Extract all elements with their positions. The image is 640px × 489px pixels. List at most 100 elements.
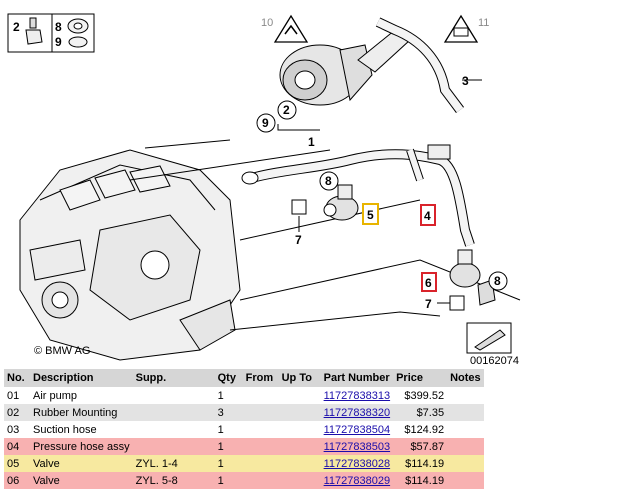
row-no: 04 [4, 438, 30, 455]
svg-text:9: 9 [262, 116, 269, 130]
callout-7-lower: 7 [425, 297, 450, 311]
row-price: $7.35 [393, 404, 448, 421]
row-qty: 3 [214, 404, 243, 421]
parts-table: No. Description Supp. Qty From Up To Par… [4, 369, 484, 489]
callout-8-lower: 8 [488, 271, 508, 291]
inset-label-9: 9 [55, 35, 62, 49]
small-parts-inset: 2 8 9 [7, 13, 95, 53]
row-description: Air pump [30, 387, 133, 404]
row-upto [278, 421, 321, 438]
inset-label-2: 2 [13, 20, 20, 34]
svg-text:4: 4 [424, 209, 431, 223]
col-notes-header: Notes [447, 369, 484, 387]
row-no: 06 [4, 472, 30, 489]
grommet-icon [67, 18, 89, 48]
svg-text:8: 8 [325, 174, 332, 188]
table-header-row: No. Description Supp. Qty From Up To Par… [4, 369, 484, 387]
callout-8-upper: 8 [319, 171, 339, 191]
row-notes [447, 472, 484, 489]
row-supp [132, 387, 215, 404]
air-pump [279, 29, 411, 106]
col-upto-header: Up To [278, 369, 321, 387]
row-part-number: 11727838503 [320, 438, 394, 455]
copyright-label: © BMW AG [34, 345, 90, 357]
row-notes [447, 404, 484, 421]
row-no: 02 [4, 404, 30, 421]
pressure-hose [241, 144, 475, 247]
row-supp: ZYL. 5-8 [132, 472, 215, 489]
part-number-link[interactable]: 11727838028 [323, 457, 391, 470]
col-no-header: No. [4, 369, 30, 387]
col-from-header: From [242, 369, 279, 387]
row-notes [447, 387, 484, 404]
row-supp [132, 438, 215, 455]
warning-triangle-right: 11 [443, 14, 489, 43]
valve-cyl-1-4 [291, 184, 359, 221]
row-supp: ZYL. 1-4 [132, 455, 215, 472]
callout-4-highlighted: 4 [420, 204, 436, 226]
row-from [242, 404, 279, 421]
svg-text:5: 5 [367, 208, 374, 222]
callout-3: 3 [462, 74, 469, 88]
row-upto [278, 455, 321, 472]
svg-text:6: 6 [425, 276, 432, 290]
callout-9: 9 [256, 113, 276, 133]
row-no: 05 [4, 455, 30, 472]
svg-text:8: 8 [494, 274, 501, 288]
clip-icon [25, 17, 43, 45]
row-upto [278, 438, 321, 455]
row-supp [132, 404, 215, 421]
row-qty: 1 [214, 421, 243, 438]
row-part-number: 11727838313 [320, 387, 394, 404]
row-no: 03 [4, 421, 30, 438]
svg-text:1: 1 [308, 135, 315, 149]
part-number-link[interactable]: 11727838313 [323, 389, 391, 402]
row-description: Pressure hose assy [30, 438, 133, 455]
row-part-number: 11727838028 [320, 455, 394, 472]
part-number-link[interactable]: 11727838029 [323, 474, 391, 487]
row-notes [447, 421, 484, 438]
row-description: Rubber Mounting [30, 404, 133, 421]
row-upto [278, 387, 321, 404]
warning-triangle-left: 10 [261, 14, 309, 43]
row-price: $57.87 [393, 438, 448, 455]
row-description: Valve [30, 455, 133, 472]
col-qty-header: Qty [214, 369, 243, 387]
row-description: Suction hose [30, 421, 133, 438]
row-price: $114.19 [393, 472, 448, 489]
part-number-link[interactable]: 11727838320 [323, 406, 391, 419]
assembly-outline [129, 139, 521, 331]
row-from [242, 472, 279, 489]
warn-label-10: 10 [261, 17, 273, 29]
row-from [242, 421, 279, 438]
row-from [242, 387, 279, 404]
diagram-id-label: 00162074 [470, 355, 519, 367]
svg-text:7: 7 [295, 233, 302, 247]
part-number-link[interactable]: 11727838503 [323, 440, 391, 453]
row-from [242, 455, 279, 472]
part-number-link[interactable]: 11727838504 [323, 423, 391, 436]
diagram-id-box: 00162074 [466, 322, 519, 367]
col-description-header: Description [30, 369, 133, 387]
svg-text:3: 3 [462, 74, 469, 88]
callout-5-highlighted: 5 [362, 203, 379, 225]
row-qty: 1 [214, 472, 243, 489]
svg-text:2: 2 [283, 103, 290, 117]
inset-label-8: 8 [55, 20, 62, 34]
suction-hose [375, 17, 482, 113]
callout-2: 2 [277, 100, 297, 120]
valve-cyl-5-8 [449, 249, 496, 311]
row-upto [278, 472, 321, 489]
row-part-number: 11727838029 [320, 472, 394, 489]
row-supp [132, 421, 215, 438]
svg-text:7: 7 [425, 297, 432, 311]
row-part-number: 11727838504 [320, 421, 394, 438]
row-upto [278, 404, 321, 421]
col-price-header: Price [393, 369, 448, 387]
